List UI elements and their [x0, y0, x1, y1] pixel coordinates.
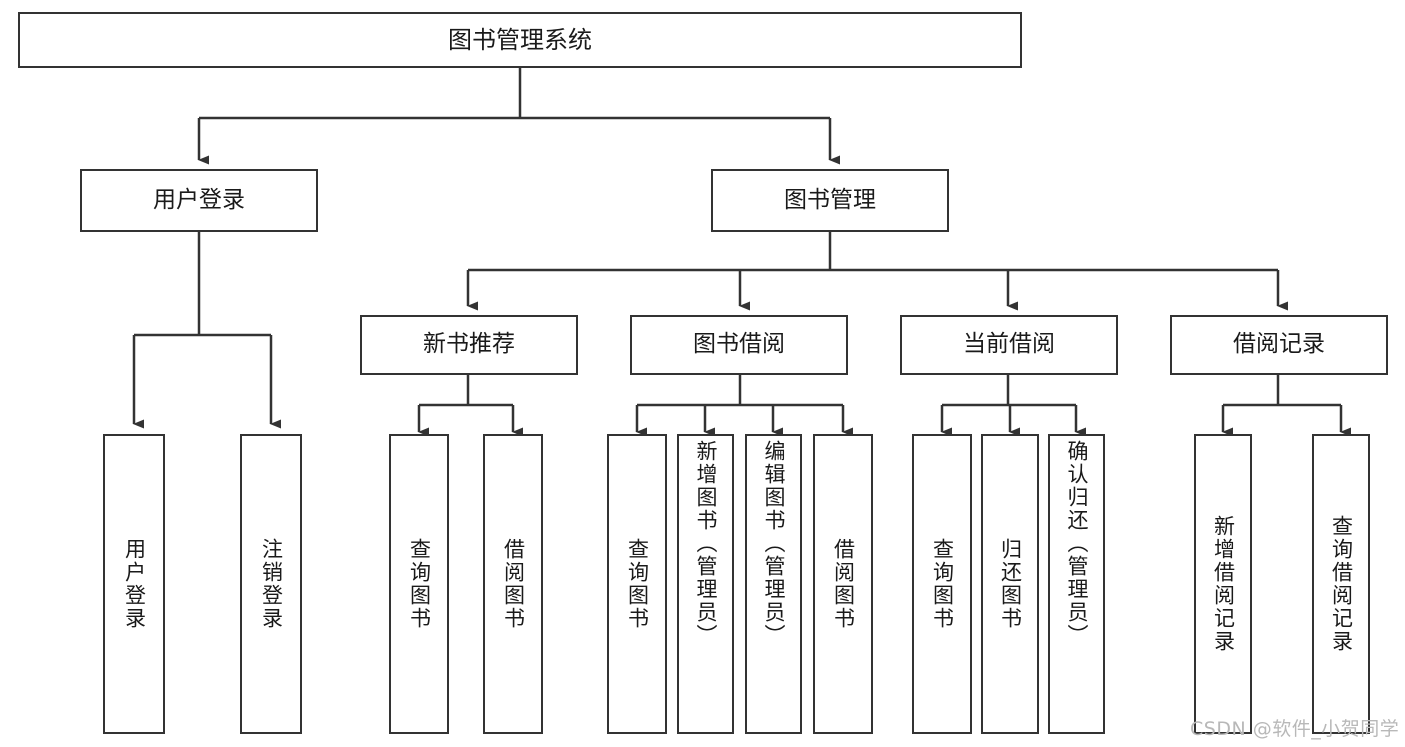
node-label: 归还图书	[998, 538, 1023, 630]
leaf-user-login-login[interactable]: 用户登录	[103, 434, 165, 734]
node-label: 图书借阅	[693, 331, 785, 358]
node-label: 当前借阅	[963, 331, 1055, 358]
leaf-new-book-query[interactable]: 查询图书	[389, 434, 449, 734]
node-book-management[interactable]: 图书管理	[711, 169, 949, 232]
node-label: 查询图书	[407, 538, 432, 630]
leaf-new-book-borrow[interactable]: 借阅图书	[483, 434, 543, 734]
node-user-login[interactable]: 用户登录	[80, 169, 318, 232]
leaf-current-borrow-query[interactable]: 查询图书	[912, 434, 972, 734]
node-label: 用户登录	[153, 186, 245, 213]
node-label: 图书管理	[784, 186, 876, 213]
node-label: 新增借阅记录	[1211, 515, 1236, 653]
node-label: 查询图书	[930, 538, 955, 630]
leaf-borrow-record-add[interactable]: 新增借阅记录	[1194, 434, 1252, 734]
leaf-borrow-record-query[interactable]: 查询借阅记录	[1312, 434, 1370, 734]
node-label: 借阅图书	[831, 538, 856, 630]
leaf-book-borrow-edit[interactable]: 编辑图书（管理员）	[745, 434, 802, 734]
node-book-borrow[interactable]: 图书借阅	[630, 315, 848, 375]
node-current-borrow[interactable]: 当前借阅	[900, 315, 1118, 375]
node-label: 新增图书（管理员）	[694, 440, 718, 647]
node-label: 借阅图书	[501, 538, 526, 630]
leaf-current-borrow-return[interactable]: 归还图书	[981, 434, 1039, 734]
leaf-book-borrow-query[interactable]: 查询图书	[607, 434, 667, 734]
leaf-current-borrow-confirm[interactable]: 确认归还（管理员）	[1048, 434, 1105, 734]
node-label: 图书管理系统	[448, 25, 592, 54]
node-root-system[interactable]: 图书管理系统	[18, 12, 1022, 68]
node-label: 查询借阅记录	[1329, 515, 1354, 653]
csdn-watermark: CSDN @软件_小贺同学	[1190, 718, 1400, 740]
node-label: 用户登录	[122, 538, 147, 630]
leaf-book-borrow-add[interactable]: 新增图书（管理员）	[677, 434, 734, 734]
leaf-user-login-logout[interactable]: 注销登录	[240, 434, 302, 734]
node-label: 注销登录	[259, 538, 284, 630]
node-label: 编辑图书（管理员）	[762, 440, 786, 647]
node-label: 查询图书	[625, 538, 650, 630]
node-label: 确认归还（管理员）	[1065, 440, 1089, 647]
node-label: 借阅记录	[1233, 331, 1325, 358]
node-new-book-recommend[interactable]: 新书推荐	[360, 315, 578, 375]
node-borrow-record[interactable]: 借阅记录	[1170, 315, 1388, 375]
leaf-book-borrow-borrow[interactable]: 借阅图书	[813, 434, 873, 734]
node-label: 新书推荐	[423, 331, 515, 358]
